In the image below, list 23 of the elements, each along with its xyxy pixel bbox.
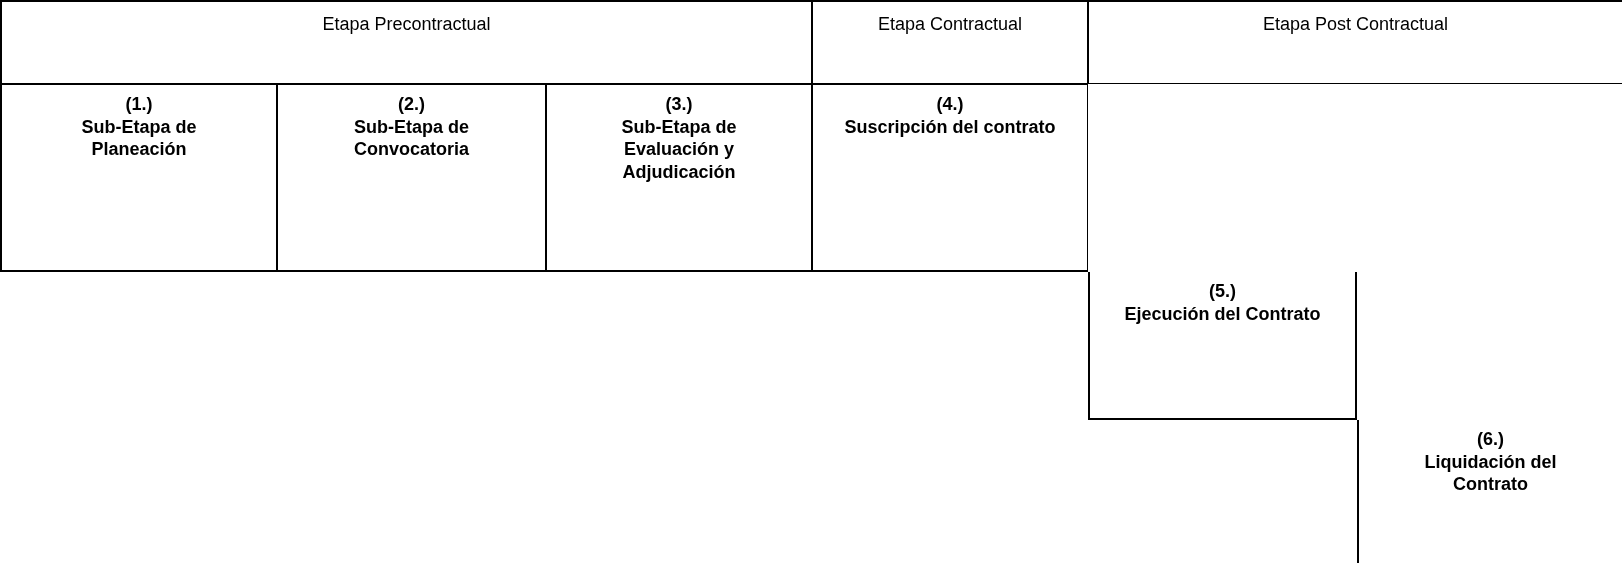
substage-title: Sub-Etapa de Convocatoria	[353, 115, 470, 161]
substage-title: Liquidación del Contrato	[1423, 450, 1558, 496]
substage-title: Ejecución del Contrato	[1123, 302, 1322, 325]
stage-header-cell	[0, 0, 812, 84]
step-number: (5.)	[1208, 280, 1237, 303]
substage-cell	[0, 84, 277, 272]
substage-title: Sub-Etapa de Planeación	[80, 115, 198, 161]
step-number: (6.)	[1476, 428, 1505, 451]
substage-title: Suscripción del contrato	[843, 115, 1057, 138]
step-number: (3.)	[664, 93, 694, 116]
stage-title: Etapa Post Contractual	[1261, 14, 1450, 35]
stage-header-cell	[812, 0, 1088, 84]
substage-title: Sub-Etapa de Evaluación y Adjudicación	[620, 115, 738, 183]
stage-title: Etapa Precontractual	[321, 14, 492, 35]
step-number: (4.)	[935, 93, 965, 116]
substage-cell	[546, 84, 812, 272]
step-number: (1.)	[124, 93, 154, 116]
stage-title: Etapa Contractual	[876, 14, 1024, 35]
substage-cell	[1088, 272, 1357, 420]
stage-header-cell	[1088, 0, 1622, 84]
substage-cell	[812, 84, 1088, 272]
step-number: (2.)	[397, 93, 426, 116]
substage-cell	[277, 84, 546, 272]
